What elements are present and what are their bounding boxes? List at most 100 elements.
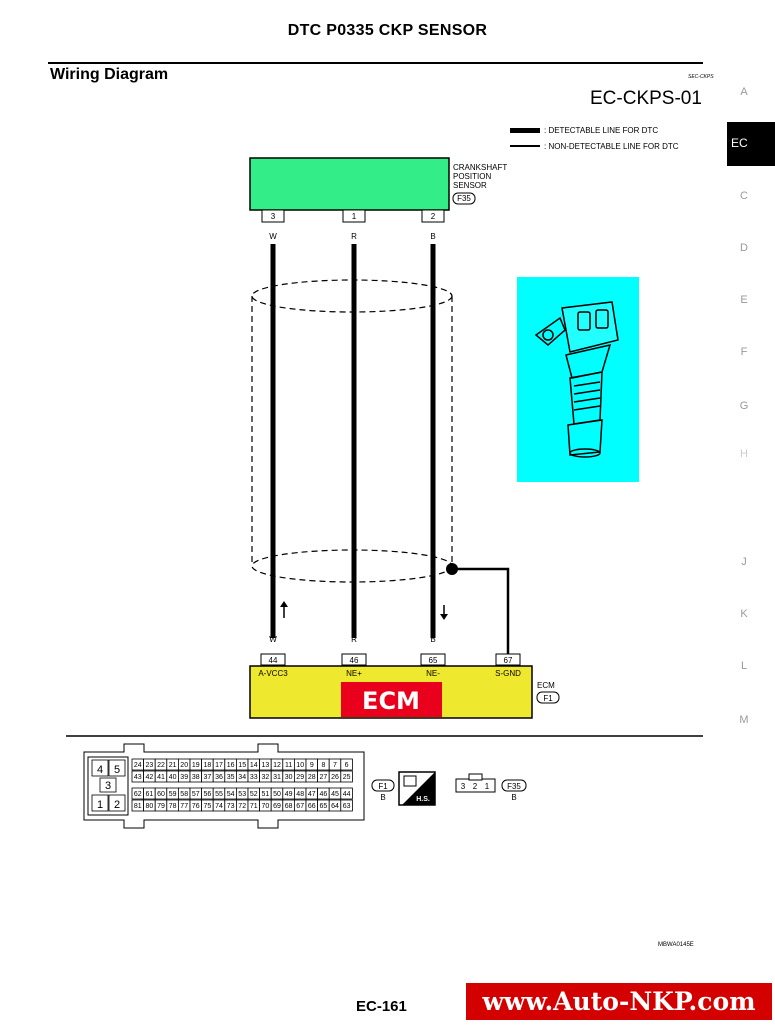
side-index-active-tab[interactable]: EC [727, 122, 775, 166]
website-banner[interactable]: www.Auto-NKP.com [466, 983, 772, 1020]
ecm-signal-s-gnd: S-GND [495, 669, 521, 678]
f35-pin-2: 2 [473, 782, 478, 791]
ecm-signal-ne-minus: NE- [426, 669, 440, 678]
ecm-signal-a-vcc3: A-VCC3 [258, 669, 288, 678]
ecm-connector-id: F1 [543, 694, 553, 703]
side-index-g[interactable]: G [739, 400, 749, 412]
f1-pin-80: 80 [146, 803, 154, 810]
sensor-wire-color-b: B [430, 232, 435, 241]
figure-code: MBWA0145E [658, 942, 694, 948]
hs-label: H.S. [416, 796, 430, 803]
ecm-terminal-44: 44 [269, 656, 278, 665]
f1-pin-20: 20 [180, 762, 188, 769]
side-index-f[interactable]: F [740, 346, 748, 358]
f1-pin-26: 26 [331, 774, 339, 781]
f1-pin-19: 19 [192, 762, 200, 769]
f1-pin-11: 11 [285, 762, 292, 769]
ecm-connector-badge [536, 691, 560, 704]
f1-pin-35: 35 [227, 774, 235, 781]
f1-pin-81: 81 [134, 803, 142, 810]
signal-arrows [280, 601, 448, 620]
diagram-code-small: SEC-CKPS [688, 74, 714, 80]
ecm-label: ECM [362, 687, 420, 715]
f1-pin-44-cell [340, 787, 353, 800]
f1-pin-15: 15 [238, 762, 246, 769]
f1-pin-68: 68 [285, 803, 293, 810]
sensor-terminal-2: 2 [431, 212, 436, 221]
sensor-wire-color-w: W [269, 232, 277, 241]
f1-pin-43: 43 [134, 774, 142, 781]
f1-pin-63-cell [340, 799, 353, 812]
ecm-wire-color-b: B [430, 635, 435, 644]
side-index-m[interactable]: M [739, 714, 749, 726]
f1-pin-18: 18 [204, 762, 212, 769]
f1-pin-5-cell [108, 759, 126, 777]
f1-pin-74: 74 [215, 803, 223, 810]
f1-pin-25: 25 [343, 774, 351, 781]
crankshaft-sensor-box [249, 157, 450, 211]
hs-connector-icon [398, 771, 436, 806]
side-index-h[interactable]: H [740, 448, 748, 460]
page-title: DTC P0335 CKP SENSOR [287, 22, 488, 39]
f1-pin-48: 48 [296, 791, 304, 798]
f1-pin-65: 65 [320, 803, 328, 810]
f1-pin-75: 75 [204, 803, 212, 810]
f1-pin-50: 50 [273, 791, 281, 798]
f1-pin-12: 12 [273, 762, 281, 769]
section-title: Wiring Diagram [50, 66, 169, 83]
sensor-name-line-2: POSITION [453, 172, 491, 181]
diagram-id: EC-CKPS-01 [590, 88, 702, 109]
sensor-connector-badge [452, 192, 476, 205]
f1-pin-77: 77 [180, 803, 188, 810]
f1-pin-16: 16 [227, 762, 235, 769]
f1-pin-9: 9 [310, 762, 314, 769]
side-index-d[interactable]: D [740, 242, 748, 254]
f1-badge [371, 779, 395, 792]
f1-pin-54: 54 [227, 791, 235, 798]
f1-pin-29: 29 [296, 774, 304, 781]
f1-pin-5: 5 [114, 764, 120, 776]
sensor-name-line-3: SENSOR [453, 181, 487, 190]
f1-pin-67: 67 [296, 803, 304, 810]
f1-pin-1: 1 [97, 799, 103, 811]
f1-pin-27: 27 [320, 774, 328, 781]
f1-pin-28: 28 [308, 774, 316, 781]
f1-pin-36: 36 [215, 774, 223, 781]
f1-pin-4-cell [91, 759, 109, 777]
f1-pin-8: 8 [321, 762, 325, 769]
side-index-e[interactable]: E [740, 294, 748, 306]
side-index-l[interactable]: L [740, 660, 748, 672]
f1-pin-45: 45 [331, 791, 339, 798]
side-index-active-label: EC [731, 136, 748, 150]
f1-pin-32: 32 [262, 774, 270, 781]
f1-pin-21: 21 [169, 762, 177, 769]
f1-pin-70: 70 [262, 803, 270, 810]
shield-ground-wire [452, 567, 510, 654]
side-index-c[interactable]: C [740, 190, 748, 202]
f35-connector-face [455, 773, 496, 793]
side-index-k[interactable]: K [740, 608, 748, 620]
ecm-wire-color-w: W [269, 635, 277, 644]
f1-pin-39: 39 [180, 774, 188, 781]
f1-pin-46: 46 [320, 791, 328, 798]
legend-non-detectable: : NON-DETECTABLE LINE FOR DTC [544, 142, 679, 151]
f1-pin-47: 47 [308, 791, 316, 798]
f1-pin-14: 14 [250, 762, 258, 769]
side-index-j[interactable]: J [741, 556, 747, 568]
sensor-wire-color-r: R [351, 232, 357, 241]
detectable-wires [270, 244, 436, 638]
f1-pin-25-cell [340, 770, 353, 783]
ecm-wire-color-r: R [351, 635, 357, 644]
f1-pin-41: 41 [157, 774, 165, 781]
f1-pin-6: 6 [345, 762, 349, 769]
f1-pin-76: 76 [192, 803, 200, 810]
side-index-a[interactable]: A [740, 86, 748, 98]
sensor-terminal-3: 3 [271, 212, 276, 221]
f1-pin-2-cell [108, 794, 126, 812]
f35-pin-1: 1 [485, 782, 490, 791]
f1-pin-51: 51 [262, 791, 270, 798]
f1-pin-72: 72 [238, 803, 246, 810]
f1-pin-37: 37 [204, 774, 212, 781]
